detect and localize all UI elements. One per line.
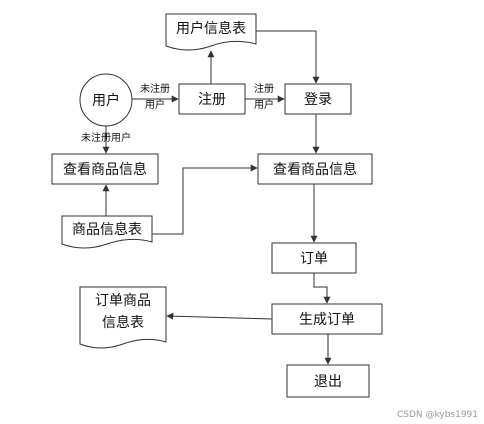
edge-register-to-login-label-line1: 注册 xyxy=(254,82,274,95)
order-goods-table-label-line1: 订单商品 xyxy=(95,293,151,309)
register-node: 注册 xyxy=(178,83,246,115)
user-table-label: 用户信息表 xyxy=(176,20,246,37)
generate-order-label: 生成订单 xyxy=(299,312,355,328)
edge-user-to-register-label-line2: 用户 xyxy=(145,98,165,111)
order-label: 订单 xyxy=(300,251,328,267)
edge-goods-table-to-view-goods-main xyxy=(152,164,258,235)
view-goods-left-label: 查看商品信息 xyxy=(63,161,147,178)
order-goods-table-node: 订单商品 信息表 xyxy=(79,286,167,349)
logout-label: 退出 xyxy=(314,374,342,390)
user-label: 用户 xyxy=(92,92,120,109)
goods-table-label: 商品信息表 xyxy=(72,221,142,238)
edge-user-to-view-goods-label: 未注册用户 xyxy=(81,131,131,144)
edge-order-to-generate-order xyxy=(313,273,331,304)
view-goods-main-label: 查看商品信息 xyxy=(273,161,357,178)
watermark: CSDN @kybs1991 xyxy=(397,410,478,420)
view-goods-left-node: 查看商品信息 xyxy=(51,153,159,185)
user-node: 用户 xyxy=(79,73,133,127)
login-label: 登录 xyxy=(304,92,332,108)
edge-user-table-to-login xyxy=(256,30,320,84)
register-label: 注册 xyxy=(198,92,226,108)
view-goods-main-node: 查看商品信息 xyxy=(257,153,373,185)
generate-order-node: 生成订单 xyxy=(271,303,383,335)
goods-table-node: 商品信息表 xyxy=(61,215,153,249)
user-table-node: 用户信息表 xyxy=(165,13,257,51)
edge-generate-order-to-order-goods-table xyxy=(166,312,273,320)
order-node: 订单 xyxy=(271,242,357,274)
edge-user-to-register-label-line1: 未注册 xyxy=(140,82,170,95)
order-goods-table-label-line2: 信息表 xyxy=(102,314,144,331)
edge-register-to-login-label-line2: 用户 xyxy=(254,98,274,111)
login-node: 登录 xyxy=(284,83,352,115)
logout-node: 退出 xyxy=(286,364,370,398)
